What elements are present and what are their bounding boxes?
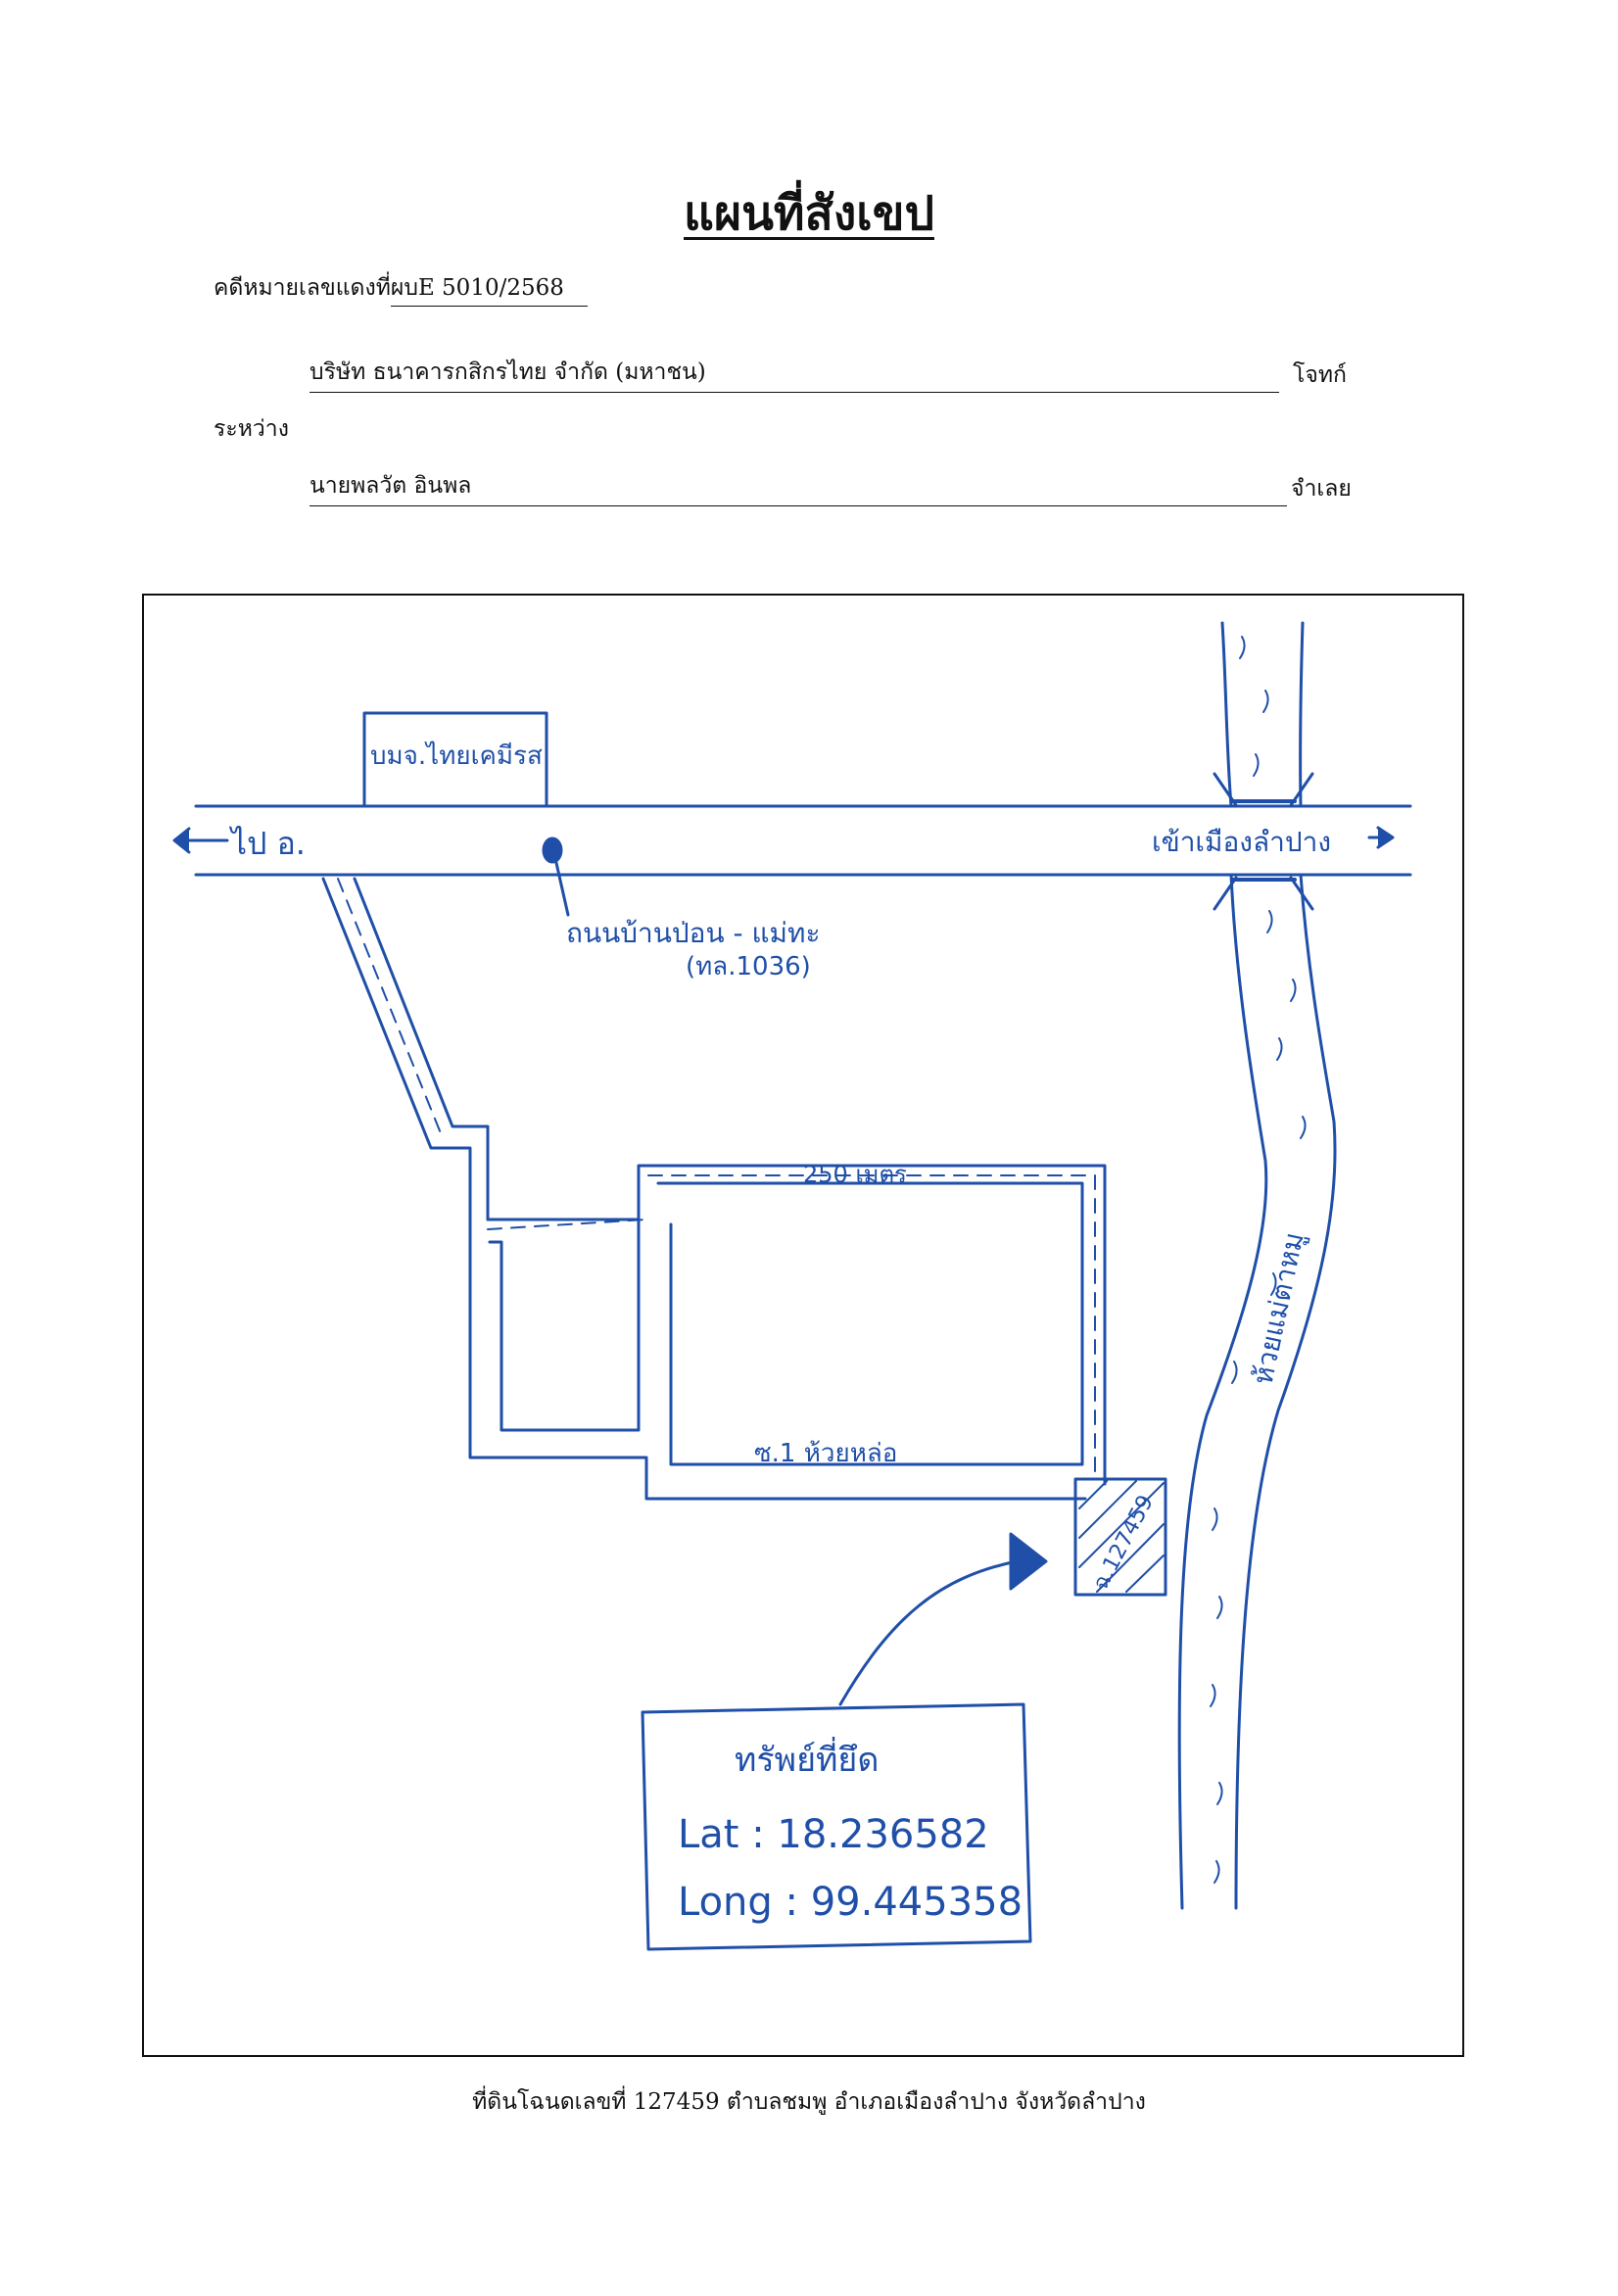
- river-west-bank: [1177, 621, 1268, 1910]
- east-arrow-icon: [1367, 826, 1395, 849]
- west-arrow-icon: [172, 827, 229, 854]
- between-label: ระหว่าง: [214, 416, 289, 442]
- compound-outer-north-east: [637, 1164, 1107, 1486]
- case-number-line: คดีหมายเลขแดงที่ ผบE 5010/2568: [214, 270, 588, 307]
- map-frame: [142, 594, 1464, 2057]
- plaintiff-role: โจทก์: [1293, 362, 1347, 388]
- latitude-text: Lat : 18.236582: [678, 1812, 989, 1857]
- parcel-hatching: [1078, 1480, 1165, 1593]
- info-box: [641, 1702, 1032, 1951]
- case-number-label: คดีหมายเลขแดงที่: [214, 275, 391, 301]
- west-lane-edge-b: [353, 877, 490, 1221]
- connector-dashed-lane: [487, 1219, 647, 1230]
- river-name-label: ห้วยแม่ตาหมู: [1247, 1229, 1311, 1388]
- parcel-box: [1073, 1477, 1167, 1597]
- top-lane-distance: 250 เมตร: [803, 1161, 907, 1188]
- page-title: แผนที่สังเขป: [684, 186, 934, 241]
- case-number-value: ผบE 5010/2568: [390, 270, 588, 307]
- compound-dashed-lane: [647, 1174, 1096, 1475]
- landmark-label: บมจ.ไทยเคมีรส: [370, 741, 543, 771]
- west-direction-label: ไป อ.: [228, 825, 306, 862]
- plaintiff-name: บริษัท ธนาคารกสิกรไทย จำกัด (มหาชน): [309, 355, 1279, 393]
- river-east-bank: [1234, 621, 1337, 1910]
- road-pin-icon: [542, 837, 570, 917]
- main-road-code: (ทล.1036): [686, 952, 811, 981]
- soi-label: ซ.1 ห้วยหล่อ: [754, 1439, 897, 1468]
- compound-south-west: [468, 1271, 1087, 1501]
- west-lane-centerline: [337, 878, 444, 1139]
- pointer-arrow-head: [1009, 1532, 1048, 1591]
- footer-caption: ที่ดินโฉนดเลขที่ 127459 ตำบลชมพู อำเภอเม…: [472, 2089, 1146, 2115]
- pointer-arrow-shaft: [838, 1559, 1019, 1706]
- defendant-role: จำเลย: [1291, 476, 1352, 502]
- longitude-text: Long : 99.445358: [678, 1880, 1023, 1925]
- parcel-label: ฉ.127459: [1088, 1492, 1159, 1595]
- landmark-building: [362, 711, 548, 808]
- defendant-name: นายพลวัต อินพล: [309, 468, 1287, 506]
- bridge-icon: [1213, 772, 1314, 911]
- east-direction-label: เข้าเมืองลำปาง: [1152, 826, 1331, 858]
- defendant-row: นายพลวัต อินพล จำเลย: [309, 468, 1352, 506]
- main-road-name: ถนนบ้านป่อน - แม่ทะ: [566, 917, 821, 949]
- compound-inner: [656, 1181, 1084, 1466]
- plaintiff-row: บริษัท ธนาคารกสิกรไทย จำกัด (มหาชน) โจทก…: [309, 355, 1347, 393]
- west-lane-edge-a: [321, 877, 472, 1275]
- small-lot: [486, 1218, 641, 1432]
- property-heading: ทรัพย์ที่ยึด: [735, 1737, 879, 1780]
- river-flow-marks: [1210, 636, 1307, 1884]
